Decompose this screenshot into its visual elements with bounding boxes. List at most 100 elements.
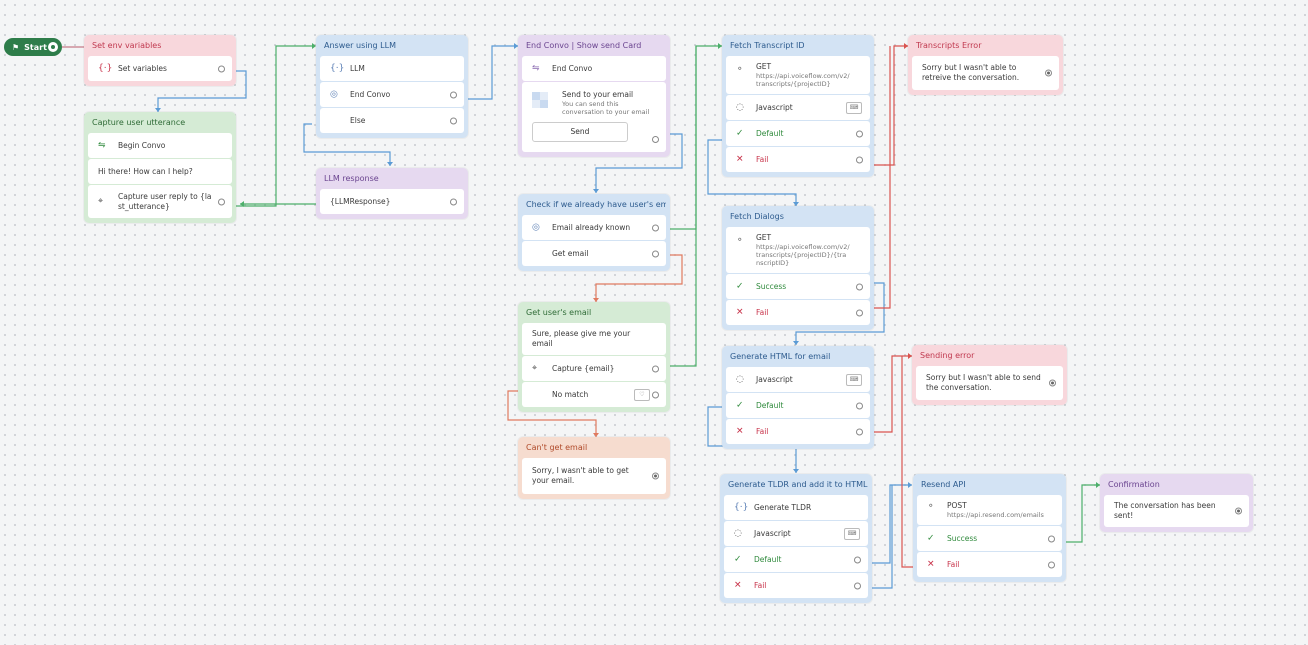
heart-icon[interactable]: ♡ bbox=[634, 388, 650, 401]
step-label: Default bbox=[756, 400, 784, 410]
output-port[interactable] bbox=[856, 130, 863, 137]
step-label: End Convo bbox=[552, 63, 593, 73]
block-answer-using-llm[interactable]: Answer using LLM {·} LLM ◎ End Convo Els… bbox=[316, 35, 468, 138]
step-send-card[interactable]: Send to your email You can send this con… bbox=[522, 82, 666, 152]
wire-known-to-fetch bbox=[662, 45, 722, 230]
block-llm-response[interactable]: LLM response {LLMResponse} bbox=[316, 168, 468, 219]
output-port[interactable] bbox=[218, 198, 225, 205]
end-port[interactable] bbox=[1045, 69, 1052, 77]
step-default[interactable]: ✓ Default bbox=[724, 547, 868, 572]
step-javascript[interactable]: ◌ Javascript ⌨ bbox=[726, 95, 870, 120]
step-api-post[interactable]: ⚬ POST https://api.resend.com/emails bbox=[917, 495, 1062, 525]
output-port[interactable] bbox=[652, 391, 659, 398]
step-get-email[interactable]: Get email bbox=[522, 241, 666, 266]
step-cant-get-message[interactable]: Sorry, I wasn't able to get your email. bbox=[522, 458, 666, 494]
code-editor-icon[interactable]: ⌨ bbox=[846, 101, 862, 114]
step-ask-email[interactable]: Sure, please give me your email bbox=[522, 323, 666, 355]
step-begin-convo[interactable]: ⇋ Begin Convo bbox=[88, 133, 232, 158]
output-port[interactable] bbox=[854, 582, 861, 589]
step-label: Else bbox=[350, 115, 366, 125]
step-api-get[interactable]: ⚬ GET https://api.voiceflow.com/v2/trans… bbox=[726, 56, 870, 94]
block-fetch-dialogs[interactable]: Fetch Dialogs ⚬ GET https://api.voiceflo… bbox=[722, 206, 874, 330]
output-port[interactable] bbox=[450, 91, 457, 98]
step-email-known[interactable]: ◎ Email already known bbox=[522, 215, 666, 240]
step-else[interactable]: Else bbox=[320, 108, 464, 133]
step-fail[interactable]: ✕ Fail bbox=[726, 147, 870, 172]
block-capture-user-utterance[interactable]: Capture user utterance ⇋ Begin Convo Hi … bbox=[84, 112, 236, 223]
checkmark-icon: ✓ bbox=[736, 128, 744, 138]
step-default[interactable]: ✓ Default bbox=[726, 121, 870, 146]
step-label: Fail bbox=[756, 154, 769, 164]
block-resend-api[interactable]: Resend API ⚬ POST https://api.resend.com… bbox=[913, 474, 1066, 582]
wire-capture-to-fetch bbox=[660, 46, 697, 367]
step-generate-tldr[interactable]: {·} Generate TLDR bbox=[724, 495, 868, 520]
output-port[interactable] bbox=[450, 117, 457, 124]
step-no-match[interactable]: No match ♡ bbox=[522, 382, 666, 407]
step-success[interactable]: ✓ Success bbox=[917, 526, 1062, 551]
step-sending-error-message[interactable]: Sorry but I wasn't able to send the conv… bbox=[916, 366, 1063, 400]
step-capture-reply[interactable]: ⌖ Capture user reply to {last_utterance} bbox=[88, 185, 232, 218]
block-confirmation[interactable]: Confirmation The conversation has been s… bbox=[1100, 474, 1253, 532]
step-api-get[interactable]: ⚬ GET https://api.voiceflow.com/v2/trans… bbox=[726, 227, 870, 273]
step-success[interactable]: ✓ Success bbox=[726, 274, 870, 299]
output-port[interactable] bbox=[856, 309, 863, 316]
start-node[interactable]: ⚑ Start bbox=[4, 38, 62, 56]
output-port[interactable] bbox=[652, 365, 659, 372]
block-transcripts-error[interactable]: Transcripts Error Sorry but I wasn't abl… bbox=[908, 35, 1063, 95]
block-title: Can't get email bbox=[526, 443, 588, 452]
start-port[interactable] bbox=[48, 42, 58, 52]
step-javascript[interactable]: ◌ Javascript ⌨ bbox=[726, 367, 870, 392]
start-flag-icon: ⚑ bbox=[12, 42, 20, 52]
output-port[interactable] bbox=[854, 556, 861, 563]
output-port[interactable] bbox=[856, 428, 863, 435]
block-sending-error[interactable]: Sending error Sorry but I wasn't able to… bbox=[912, 345, 1067, 405]
step-label: Capture {email} bbox=[552, 363, 615, 373]
output-port[interactable] bbox=[652, 224, 659, 231]
step-fail[interactable]: ✕ Fail bbox=[724, 573, 868, 598]
end-icon: ⇋ bbox=[532, 63, 540, 73]
step-confirmation-message[interactable]: The conversation has been sent! bbox=[1104, 495, 1249, 527]
output-port[interactable] bbox=[856, 402, 863, 409]
step-llm[interactable]: {·} LLM bbox=[320, 56, 464, 81]
send-button[interactable]: Send bbox=[532, 122, 628, 142]
output-port[interactable] bbox=[652, 250, 659, 257]
step-fail[interactable]: ✕ Fail bbox=[726, 419, 870, 444]
step-fail[interactable]: ✕ Fail bbox=[726, 300, 870, 325]
block-get-user-email[interactable]: Get user's email Sure, please give me yo… bbox=[518, 302, 670, 412]
block-end-convo-send-card[interactable]: End Convo | Show send Card ⇋ End Convo S… bbox=[518, 35, 670, 157]
code-editor-icon[interactable]: ⌨ bbox=[846, 373, 862, 386]
end-port[interactable] bbox=[652, 472, 659, 480]
condition-icon: ◎ bbox=[532, 222, 540, 232]
checkmark-icon: ✓ bbox=[736, 281, 744, 291]
output-port[interactable] bbox=[218, 65, 225, 72]
block-cant-get-email[interactable]: Can't get email Sorry, I wasn't able to … bbox=[518, 437, 670, 499]
api-method: GET bbox=[756, 62, 772, 71]
code-editor-icon[interactable]: ⌨ bbox=[844, 527, 860, 540]
output-port[interactable] bbox=[1048, 535, 1055, 542]
block-set-env-variables[interactable]: Set env variables {·} Set variables bbox=[84, 35, 236, 86]
end-port[interactable] bbox=[1235, 507, 1242, 515]
step-llm-response-text[interactable]: {LLMResponse} bbox=[320, 189, 464, 214]
block-title: End Convo | Show send Card bbox=[526, 41, 642, 50]
block-check-email[interactable]: Check if we already have user's email ◎ … bbox=[518, 194, 670, 271]
step-capture-email[interactable]: ⌖ Capture {email} bbox=[522, 356, 666, 381]
output-port[interactable] bbox=[856, 283, 863, 290]
output-port[interactable] bbox=[856, 156, 863, 163]
step-transcripts-error-message[interactable]: Sorry but I wasn't able to retreive the … bbox=[912, 56, 1059, 90]
step-greeting-message[interactable]: Hi there! How can I help? bbox=[88, 159, 232, 184]
step-end-convo[interactable]: ⇋ End Convo bbox=[522, 56, 666, 81]
output-port[interactable] bbox=[652, 136, 659, 143]
step-end-convo-condition[interactable]: ◎ End Convo bbox=[320, 82, 464, 107]
step-label: Javascript bbox=[754, 528, 791, 538]
step-fail[interactable]: ✕ Fail bbox=[917, 552, 1062, 577]
block-fetch-transcript-id[interactable]: Fetch Transcript ID ⚬ GET https://api.vo… bbox=[722, 35, 874, 177]
block-generate-tldr[interactable]: Generate TLDR and add it to HTML {·} Gen… bbox=[720, 474, 872, 603]
step-javascript[interactable]: ◌ Javascript ⌨ bbox=[724, 521, 868, 546]
block-title: Resend API bbox=[921, 480, 966, 489]
output-port[interactable] bbox=[450, 198, 457, 205]
block-generate-html[interactable]: Generate HTML for email ◌ Javascript ⌨ ✓… bbox=[722, 346, 874, 449]
output-port[interactable] bbox=[1048, 561, 1055, 568]
step-set-variables[interactable]: {·} Set variables bbox=[88, 56, 232, 81]
step-default[interactable]: ✓ Default bbox=[726, 393, 870, 418]
end-port[interactable] bbox=[1049, 379, 1056, 387]
